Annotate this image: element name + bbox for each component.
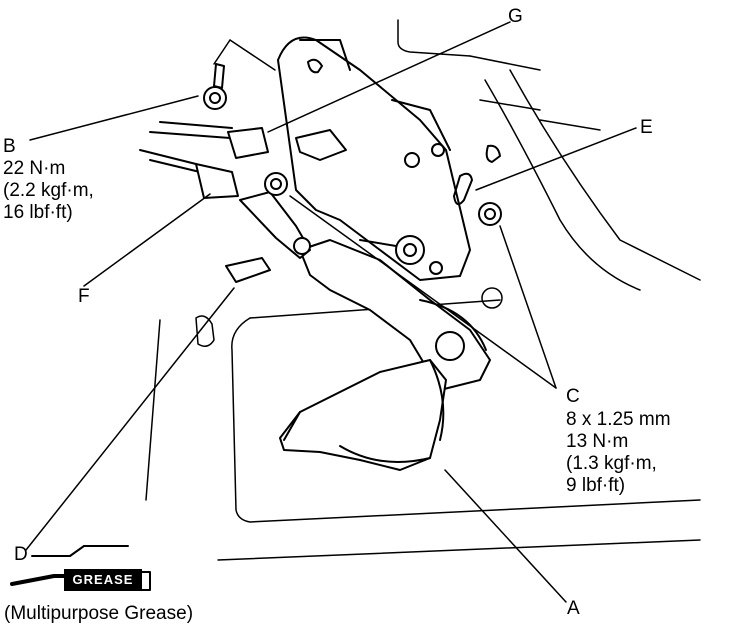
label-a: A <box>567 598 580 619</box>
pedal-bracket <box>277 36 471 281</box>
label-b-torque: 22 N·m (2.2 kgf·m, 16 lbf·ft) <box>3 158 94 224</box>
label-d: D <box>14 544 28 565</box>
pedal-switches <box>239 129 425 265</box>
body-panel <box>145 19 701 561</box>
label-c-spec-line2: 13 N·m <box>566 431 629 452</box>
label-c-spec-line3: (1.3 kgf·m, <box>566 453 657 474</box>
label-c-spec-line4: 9 lbf·ft) <box>566 475 626 496</box>
label-c: C <box>566 386 580 407</box>
label-b-torque-line3: 16 lbf·ft) <box>3 202 73 223</box>
label-b: B <box>3 136 16 157</box>
leader-lines <box>25 21 637 603</box>
label-b-torque-line2: (2.2 kgf·m, <box>3 180 94 201</box>
connectors <box>139 121 269 199</box>
label-e: E <box>640 117 653 138</box>
fasteners <box>203 63 502 283</box>
label-g: G <box>508 6 523 27</box>
grease-tag: GREASE <box>64 569 142 591</box>
label-f: F <box>78 286 90 307</box>
label-c-spec-line1: 8 x 1.25 mm <box>566 409 671 430</box>
label-c-spec: 8 x 1.25 mm 13 N·m (1.3 kgf·m, 9 lbf·ft) <box>566 409 671 497</box>
brake-pedal <box>279 239 491 471</box>
grease-gun-icon <box>10 545 151 591</box>
label-b-torque-line1: 22 N·m <box>3 158 66 179</box>
grease-caption: (Multipurpose Grease) <box>4 603 194 624</box>
